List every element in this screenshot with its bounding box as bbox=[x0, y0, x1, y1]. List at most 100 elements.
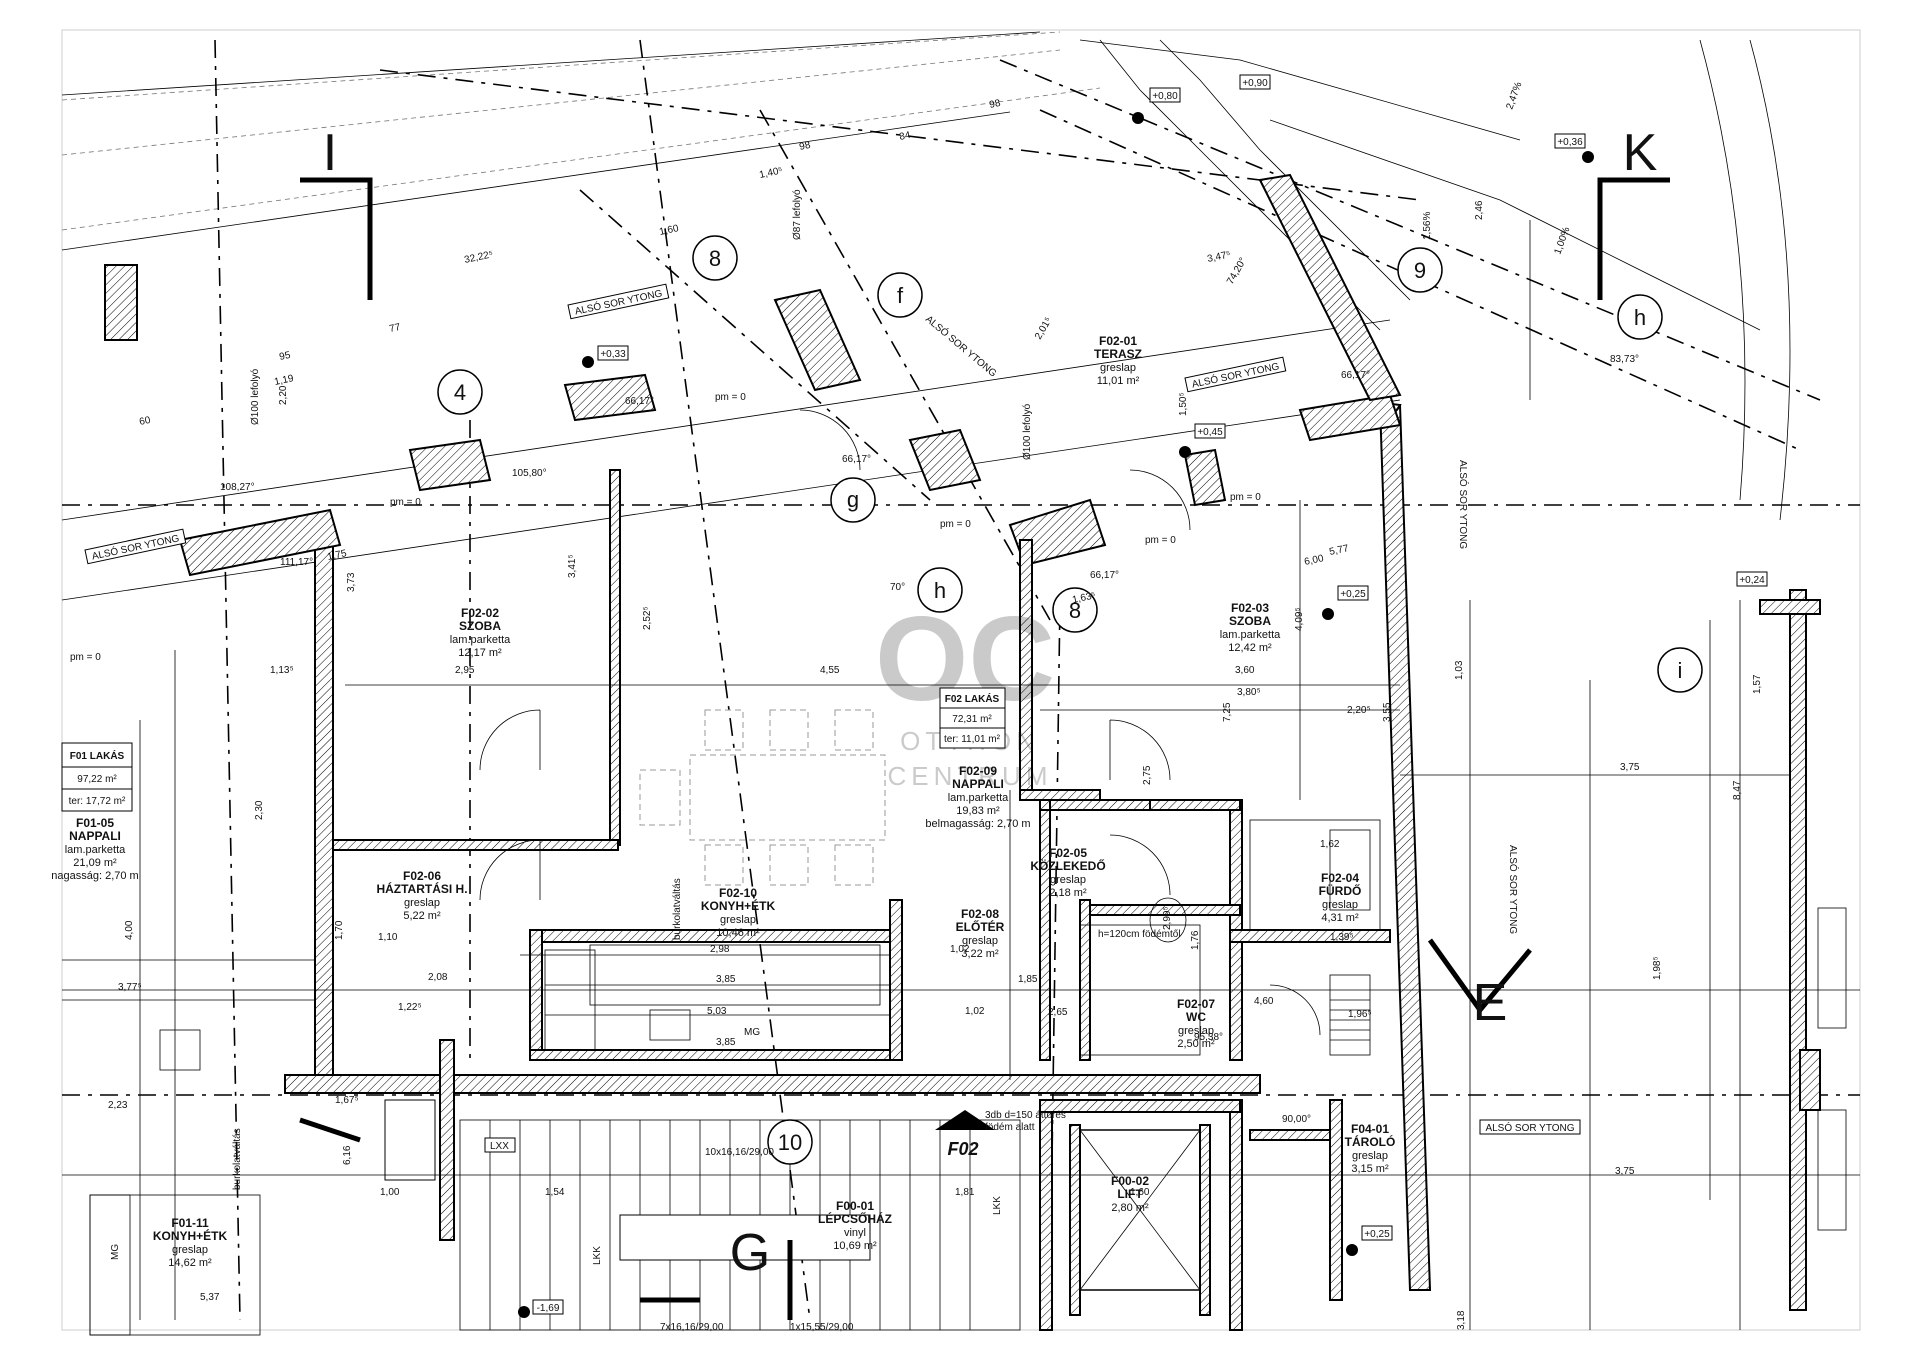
svg-text:1x15,55/29,00: 1x15,55/29,00 bbox=[790, 1322, 854, 1333]
svg-text:F02-05: F02-05 bbox=[1049, 846, 1087, 860]
svg-text:greslap: greslap bbox=[1100, 362, 1136, 374]
watermark-logo: OC OTTHON CENTRUM bbox=[875, 592, 1055, 791]
dimension-label: 105,80° bbox=[512, 468, 547, 479]
dimension-label: 1,96⁵ bbox=[1348, 1009, 1372, 1020]
section-markers: I K E G bbox=[299, 124, 1670, 1320]
dimension-label: 1,62 bbox=[1320, 839, 1340, 850]
room-f00-02: F00-02 LIFT 2,80 m² bbox=[1111, 1174, 1149, 1214]
svg-text:-1,69: -1,69 bbox=[537, 1303, 560, 1314]
svg-text:pm = 0: pm = 0 bbox=[390, 497, 421, 508]
svg-text:+0,90: +0,90 bbox=[1242, 78, 1268, 89]
dimension-label: 3,85 bbox=[716, 1037, 736, 1048]
svg-text:h: h bbox=[934, 578, 946, 603]
svg-text:Ø100 lefolyó: Ø100 lefolyó bbox=[1022, 403, 1033, 460]
dimension-label: 5,37 bbox=[200, 1292, 220, 1303]
dimension-label: 8,47 bbox=[1732, 780, 1743, 800]
flat-summary-f02: F02 LAKÁS 72,31 m² ter: 11,01 m² bbox=[939, 687, 1006, 749]
dimension-label: 2,52⁵ bbox=[642, 606, 653, 630]
grid-mark-i: i bbox=[1657, 647, 1703, 693]
dimension-label: 1,39⁵ bbox=[1330, 932, 1354, 943]
dimension-label: 66,17° bbox=[625, 396, 654, 407]
door-swings bbox=[479, 409, 1321, 1036]
level-mark: +0,45 bbox=[1179, 423, 1226, 458]
dimension-label: 3,75 bbox=[1615, 1166, 1635, 1177]
svg-text:lam.parketta: lam.parketta bbox=[948, 792, 1009, 804]
svg-text:ALSÓ SOR YTONG: ALSÓ SOR YTONG bbox=[1507, 845, 1520, 934]
svg-text:F02-08: F02-08 bbox=[961, 907, 999, 921]
svg-text:ELŐTÉR: ELŐTÉR bbox=[956, 919, 1005, 934]
svg-text:FÜRDŐ: FÜRDŐ bbox=[1319, 883, 1362, 898]
svg-text:2,80 m²: 2,80 m² bbox=[1111, 1202, 1149, 1214]
svg-text:F02 LAKÁS: F02 LAKÁS bbox=[945, 692, 1000, 705]
dimension-label: 3,85 bbox=[716, 974, 736, 985]
svg-text:LIFT: LIFT bbox=[1117, 1187, 1143, 1201]
svg-text:ALSÓ SOR YTONG: ALSÓ SOR YTONG bbox=[1457, 460, 1470, 549]
dimension-label: 1,56% bbox=[1422, 212, 1433, 240]
svg-text:72,31 m²: 72,31 m² bbox=[952, 714, 992, 725]
svg-text:pm = 0: pm = 0 bbox=[70, 652, 101, 663]
level-mark: +0,33 bbox=[582, 345, 629, 368]
dimension-label: 1,63⁵ bbox=[1071, 590, 1096, 606]
svg-text:greslap: greslap bbox=[172, 1244, 208, 1256]
svg-text:LXX: LXX bbox=[490, 1141, 509, 1152]
dimension-label: 1,60 bbox=[1130, 1187, 1150, 1198]
grid-mark-f: f bbox=[877, 272, 923, 318]
room-f02-01: F02-01 TERASZ greslap 11,01 m² bbox=[1094, 334, 1142, 387]
flat-summary-f01: F01 LAKÁS 97,22 m² ter: 17,72 m² bbox=[61, 742, 133, 812]
dimension-label: 2,30 bbox=[254, 800, 265, 820]
floor-label-f02: F02 bbox=[935, 1110, 995, 1159]
svg-text:4: 4 bbox=[454, 380, 466, 405]
dimension-label: 98 bbox=[988, 98, 1002, 111]
dimension-label: 2,65 bbox=[1048, 1007, 1068, 1018]
notes: Ø100 lefolyó Ø87 lefolyó Ø100 lefolyó bu… bbox=[70, 189, 1261, 1333]
dimension-label: 95,38° bbox=[1194, 1032, 1223, 1043]
svg-text:Ø100 lefolyó: Ø100 lefolyó bbox=[250, 368, 261, 425]
room-f02-08: F02-08 ELŐTÉR greslap 3,22 m² bbox=[956, 907, 1005, 960]
svg-text:NAPPALI: NAPPALI bbox=[69, 829, 121, 843]
level-mark: +0,25 bbox=[1346, 1225, 1393, 1256]
level-mark: +0,24 bbox=[1736, 571, 1768, 587]
svg-text:F04-01: F04-01 bbox=[1351, 1122, 1389, 1136]
lift-shaft bbox=[1079, 1129, 1201, 1291]
grid-mark-8a: 8 bbox=[692, 235, 738, 281]
svg-text:greslap: greslap bbox=[962, 935, 998, 947]
neighbour-f01-lines bbox=[62, 907, 1847, 1336]
room-f01-05: F01-05 NAPPALI lam.parketta 21,09 m² nag… bbox=[51, 816, 138, 882]
svg-text:+0,24: +0,24 bbox=[1739, 575, 1765, 586]
dimension-label: 66,17° bbox=[842, 454, 871, 465]
stair-treads bbox=[384, 1099, 1021, 1331]
room-f02-07: F02-07 WC greslap 2,50 m² bbox=[1177, 997, 1215, 1050]
level-mark: -1,69 bbox=[518, 1299, 564, 1318]
room-f02-02: F02-02 SZOBA lam.parketta 12,17 m² bbox=[450, 606, 511, 659]
dimension-label: 1,03 bbox=[1454, 660, 1465, 680]
svg-text:4,31 m²: 4,31 m² bbox=[1321, 912, 1359, 924]
dimension-label: 3,80⁵ bbox=[1237, 687, 1261, 698]
svg-text:F01-05: F01-05 bbox=[76, 816, 114, 830]
svg-text:F02-02: F02-02 bbox=[461, 606, 499, 620]
dimension-label: 5,03 bbox=[707, 1006, 727, 1017]
svg-text:3,22 m²: 3,22 m² bbox=[961, 948, 999, 960]
svg-text:F02-06: F02-06 bbox=[403, 869, 441, 883]
svg-text:3db d=150 áttörés: 3db d=150 áttörés bbox=[985, 1110, 1066, 1121]
walls bbox=[104, 173, 1821, 1331]
svg-text:greslap: greslap bbox=[1050, 874, 1086, 886]
kitchen-counter bbox=[544, 944, 881, 1051]
grid-mark-4: 4 bbox=[437, 369, 483, 415]
dimension-label: 6,16 bbox=[342, 1145, 353, 1165]
svg-text:greslap: greslap bbox=[720, 914, 756, 926]
section-marker-i-top: I bbox=[300, 124, 373, 300]
svg-text:ALSÓ SOR YTONG: ALSÓ SOR YTONG bbox=[923, 312, 1000, 379]
room-f02-03: F02-03 SZOBA lam.parketta 12,42 m² bbox=[1220, 601, 1281, 654]
svg-text:12,17 m²: 12,17 m² bbox=[458, 647, 502, 659]
dimension-label: 2,47% bbox=[1504, 81, 1524, 112]
svg-text:F02-04: F02-04 bbox=[1321, 871, 1359, 885]
svg-text:10x16,16/29,00: 10x16,16/29,00 bbox=[705, 1147, 774, 1158]
svg-text:E: E bbox=[1473, 974, 1508, 1032]
section-marker-g: G bbox=[640, 1224, 793, 1320]
svg-text:11,01 m²: 11,01 m² bbox=[1097, 375, 1140, 387]
dimension-label: 1,67⁵ bbox=[335, 1095, 359, 1106]
dimension-label: 1,81 bbox=[955, 1187, 975, 1198]
svg-text:10,46 m²: 10,46 m² bbox=[716, 927, 760, 939]
svg-text:LKK: LKK bbox=[592, 1246, 603, 1265]
dimension-label: 1,02 bbox=[950, 944, 970, 955]
